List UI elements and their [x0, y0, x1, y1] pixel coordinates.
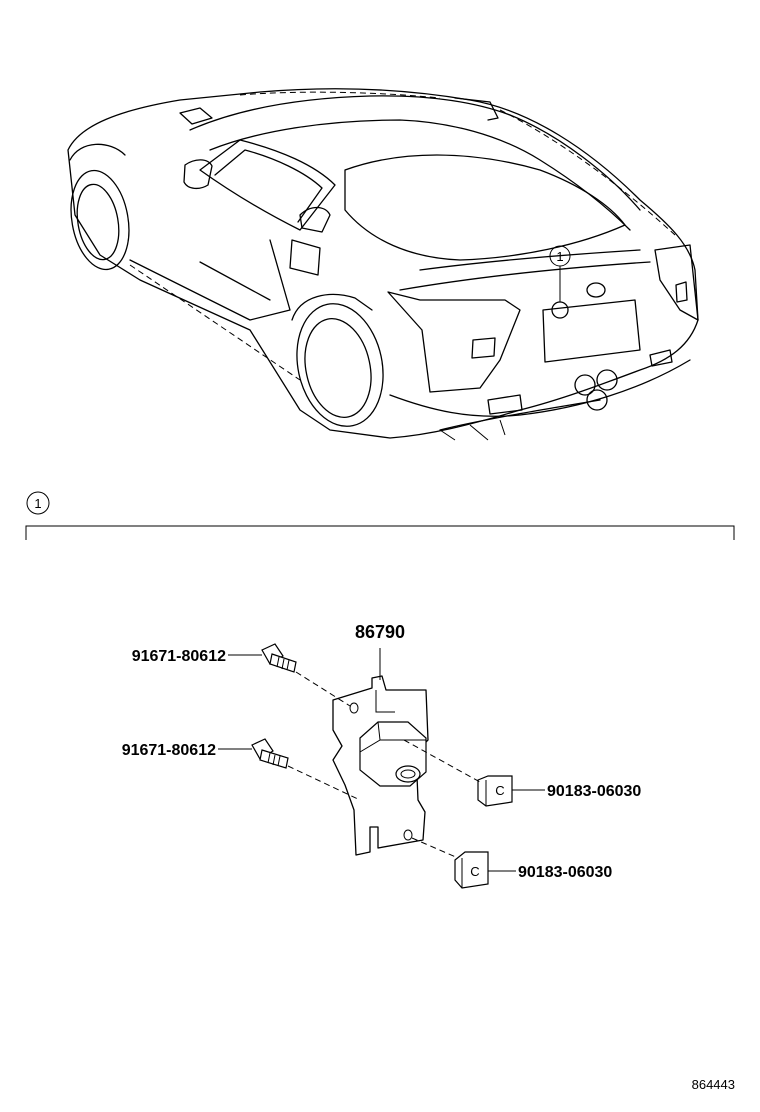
part-number-camera: 86790	[355, 622, 405, 642]
clip-nut-upper: C	[477, 775, 513, 807]
camera-lens	[395, 765, 421, 783]
bolt-lower	[251, 738, 289, 769]
section-bracket	[25, 525, 735, 540]
callout-circle	[549, 245, 571, 267]
part-number-bolt-lower: 91671-80612	[122, 742, 216, 759]
clip-nut-lower: C	[454, 851, 489, 889]
car-illustration: 1	[67, 88, 699, 441]
bracket-bolt-hole-lower	[403, 829, 413, 841]
exploded-parts-view: 86790 91671-80612 91671-80612 C 90183-06…	[122, 622, 641, 889]
callout-number: 1	[556, 249, 563, 264]
camera-location-marker	[551, 301, 569, 319]
part-number-nut-lower: 90183-06030	[518, 864, 612, 881]
part-number-bolt-upper: 91671-80612	[132, 648, 226, 665]
part-number-nut-upper: 90183-06030	[547, 783, 641, 800]
camera-bracket	[332, 675, 429, 856]
bolt-upper	[261, 643, 297, 673]
clip-mark-lower: C	[470, 864, 479, 879]
diagram-code: 864443	[692, 1077, 735, 1092]
bracket-bolt-hole-upper	[349, 702, 359, 714]
section-number: 1	[34, 496, 41, 511]
clip-mark-upper: C	[495, 783, 504, 798]
section-circle	[26, 491, 50, 515]
camera-body	[359, 721, 427, 787]
section-header: 1	[25, 491, 735, 540]
